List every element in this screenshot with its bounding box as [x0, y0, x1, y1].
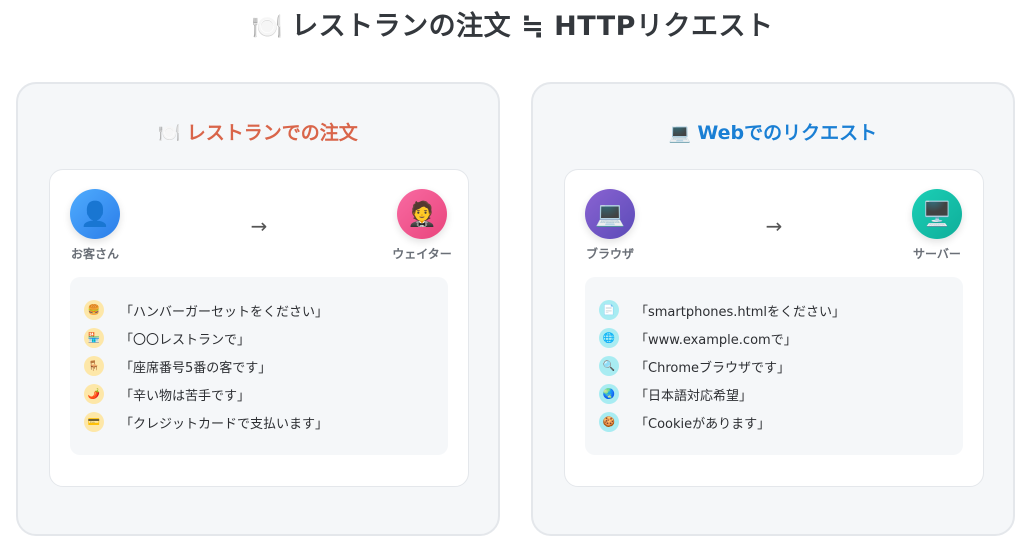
list-item: 🔍 「Chromeブラウザです」	[599, 352, 963, 380]
message-text: 「座席番号5番の客です」	[120, 360, 272, 376]
panel-heading-text: レストランでの注文	[186, 122, 358, 144]
message-text: 「smartphones.htmlをください」	[635, 304, 846, 320]
message-text: 「クレジットカードで支払います」	[120, 416, 329, 432]
customer-icon: 👤	[70, 189, 120, 239]
list-item: 🌏 「日本語対応希望」	[599, 380, 963, 408]
sender-label: お客さん	[70, 247, 119, 261]
message-text: 「www.example.comで」	[635, 332, 797, 348]
list-item: 🏪 「〇〇レストランで」	[84, 324, 448, 352]
arrow-right-icon: →	[250, 214, 268, 238]
cookie-icon: 🍪	[599, 412, 619, 432]
restaurant-panel: 🍽️レストランでの注文 👤 お客さん → 🤵 ウェイター 🍔 「ハンバーガーセッ…	[16, 82, 500, 536]
receiver-label: サーバー	[913, 247, 961, 261]
web-request-panel: 💻Webでのリクエスト 💻 ブラウザ → 🖥️ サーバー 📄 「smartpho…	[531, 82, 1015, 536]
flow-card: 👤 お客さん → 🤵 ウェイター 🍔 「ハンバーガーセットをください」 🏪 「〇…	[49, 169, 469, 487]
panel-heading: 💻Webでのリクエスト	[533, 118, 1013, 145]
plate-cutlery-icon: 🍽️	[251, 12, 284, 41]
message-list: 🍔 「ハンバーガーセットをください」 🏪 「〇〇レストランで」 🪑 「座席番号5…	[70, 277, 448, 455]
laptop-icon: 💻	[585, 189, 635, 239]
waiter-icon: 🤵	[397, 189, 447, 239]
message-text: 「辛い物は苦手です」	[120, 388, 251, 404]
list-item: 🍪 「Cookieがあります」	[599, 408, 963, 436]
list-item: 🌐 「www.example.comで」	[599, 324, 963, 352]
panel-heading-text: Webでのリクエスト	[697, 122, 878, 144]
sender-actor: 💻 ブラウザ	[565, 189, 655, 262]
chair-icon: 🪑	[84, 356, 104, 376]
browser-search-icon: 🔍	[599, 356, 619, 376]
receiver-actor: 🤵 ウェイター	[377, 189, 467, 262]
message-text: 「Cookieがあります」	[635, 416, 771, 432]
receiver-actor: 🖥️ サーバー	[892, 189, 982, 262]
document-icon: 📄	[599, 300, 619, 320]
panel-heading: 🍽️レストランでの注文	[18, 118, 498, 145]
store-icon: 🏪	[84, 328, 104, 348]
globe-icon: 🌐	[599, 328, 619, 348]
credit-card-icon: 💳	[84, 412, 104, 432]
laptop-icon: 💻	[668, 123, 692, 144]
arrow-right-icon: →	[765, 214, 783, 238]
sender-actor: 👤 お客さん	[50, 189, 140, 262]
page-title-text: レストランの注文 ≒ HTTPリクエスト	[291, 11, 774, 42]
receiver-label: ウェイター	[392, 247, 452, 261]
message-list: 📄 「smartphones.htmlをください」 🌐 「www.example…	[585, 277, 963, 455]
world-icon: 🌏	[599, 384, 619, 404]
sender-label: ブラウザ	[585, 247, 634, 261]
list-item: 📄 「smartphones.htmlをください」	[599, 296, 963, 324]
page-title: 🍽️レストランの注文 ≒ HTTPリクエスト	[0, 4, 1025, 43]
list-item: 🪑 「座席番号5番の客です」	[84, 352, 448, 380]
burger-icon: 🍔	[84, 300, 104, 320]
message-text: 「〇〇レストランで」	[120, 332, 251, 348]
flow-card: 💻 ブラウザ → 🖥️ サーバー 📄 「smartphones.htmlをくださ…	[564, 169, 984, 487]
plate-cutlery-icon: 🍽️	[158, 123, 181, 144]
list-item: 🌶️ 「辛い物は苦手です」	[84, 380, 448, 408]
chili-pepper-icon: 🌶️	[84, 384, 104, 404]
message-text: 「Chromeブラウザです」	[635, 360, 790, 376]
list-item: 💳 「クレジットカードで支払います」	[84, 408, 448, 436]
list-item: 🍔 「ハンバーガーセットをください」	[84, 296, 448, 324]
message-text: 「ハンバーガーセットをください」	[120, 304, 329, 320]
server-desktop-icon: 🖥️	[912, 189, 962, 239]
message-text: 「日本語対応希望」	[635, 388, 753, 404]
